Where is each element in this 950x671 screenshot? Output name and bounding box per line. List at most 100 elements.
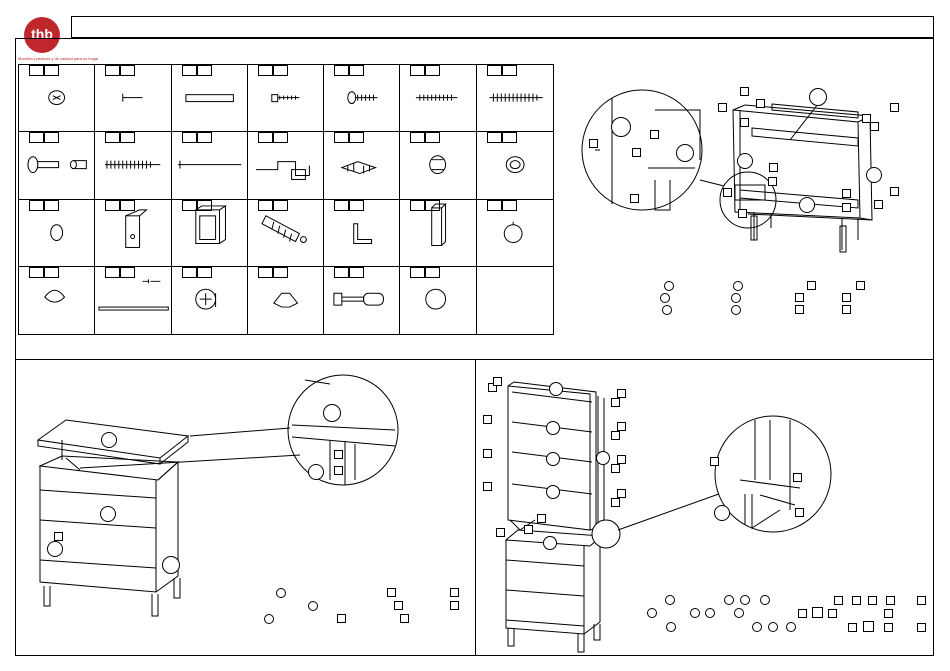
legend-hardware <box>842 305 851 314</box>
hardware-callout <box>334 450 343 459</box>
legend-hardware <box>795 305 804 314</box>
hardware-callout <box>740 87 749 96</box>
legend-part <box>731 305 741 315</box>
legend-hardware <box>387 588 396 597</box>
hardware-callout <box>630 194 639 203</box>
legend-hardware <box>795 293 804 302</box>
legend-hardware <box>450 601 459 610</box>
hardware-callout <box>617 389 626 398</box>
hardware-cell <box>248 267 324 334</box>
part-callout <box>543 536 557 550</box>
hardware-callout <box>617 422 626 431</box>
part-callout <box>308 464 324 480</box>
hardware-cell <box>400 65 476 132</box>
legend-part <box>760 595 770 605</box>
hardware-callout <box>710 457 719 466</box>
hardware-callout <box>768 177 777 186</box>
hardware-callout <box>524 525 533 534</box>
legend-part <box>768 622 778 632</box>
hardware-cell <box>324 200 400 267</box>
hardware-callout <box>842 189 851 198</box>
hardware-callout <box>611 498 620 507</box>
part-callout <box>714 505 730 521</box>
hardware-callout <box>718 103 727 112</box>
hardware-callout <box>617 455 626 464</box>
legend-hardware <box>856 281 865 290</box>
hardware-cell <box>95 267 171 334</box>
legend-part <box>752 622 762 632</box>
hardware-callout <box>870 122 879 131</box>
hardware-cell <box>19 267 95 334</box>
hardware-callout <box>795 508 804 517</box>
hardware-callout <box>611 464 620 473</box>
legend-hardware <box>917 596 926 605</box>
legend-part <box>647 608 657 618</box>
hardware-cell <box>477 65 553 132</box>
legend-hardware <box>400 614 409 623</box>
hardware-cell <box>400 267 476 334</box>
legend-hardware <box>828 609 837 618</box>
step-2-frame <box>15 359 476 656</box>
part-callout <box>100 506 116 522</box>
hardware-cell <box>172 65 248 132</box>
part-callout <box>809 88 827 106</box>
hardware-cell <box>324 65 400 132</box>
hardware-callout <box>493 377 502 386</box>
legend-part <box>308 601 318 611</box>
hardware-cell <box>248 200 324 267</box>
hardware-cell <box>477 267 553 334</box>
legend-hardware <box>394 601 403 610</box>
legend-hardware <box>884 623 893 632</box>
hardware-grid <box>18 64 554 335</box>
legend-hardware <box>812 607 823 618</box>
part-callout <box>546 421 560 435</box>
legend-hardware <box>884 609 893 618</box>
legend-hardware <box>807 281 816 290</box>
part-callout <box>866 167 882 183</box>
legend-part <box>731 293 741 303</box>
hardware-cell <box>95 200 171 267</box>
legend-hardware <box>863 621 874 632</box>
hardware-callout <box>756 99 765 108</box>
part-callout <box>546 452 560 466</box>
legend-part <box>733 281 743 291</box>
hardware-cell <box>172 132 248 199</box>
hardware-callout <box>496 528 505 537</box>
hardware-cell <box>400 200 476 267</box>
legend-part <box>666 622 676 632</box>
legend-part <box>660 293 670 303</box>
hardware-callout <box>537 514 546 523</box>
hardware-callout <box>738 209 747 218</box>
hardware-cell <box>400 132 476 199</box>
hardware-callout <box>589 139 598 148</box>
hardware-cell <box>248 132 324 199</box>
part-callout <box>162 556 180 574</box>
legend-hardware <box>842 293 851 302</box>
part-callout <box>47 541 63 557</box>
legend-hardware <box>852 596 861 605</box>
hardware-callout <box>650 130 659 139</box>
legend-part <box>276 588 286 598</box>
hardware-cell <box>248 65 324 132</box>
part-callout <box>323 404 341 422</box>
hardware-cell <box>172 200 248 267</box>
part-callout <box>101 432 117 448</box>
hardware-cell <box>95 132 171 199</box>
hardware-callout <box>890 103 899 112</box>
part-callout <box>546 485 560 499</box>
hardware-callout <box>842 203 851 212</box>
hardware-callout <box>617 489 626 498</box>
legend-part <box>740 595 750 605</box>
legend-part <box>662 305 672 315</box>
hardware-cell <box>172 267 248 334</box>
hardware-cell <box>324 267 400 334</box>
hardware-callout <box>740 118 749 127</box>
hardware-callout <box>632 148 641 157</box>
legend-hardware <box>450 588 459 597</box>
legend-part <box>664 281 674 291</box>
part-callout <box>799 197 815 213</box>
legend-hardware <box>868 596 877 605</box>
hardware-callout <box>54 532 63 541</box>
legend-part <box>724 595 734 605</box>
header-bar <box>71 16 934 38</box>
